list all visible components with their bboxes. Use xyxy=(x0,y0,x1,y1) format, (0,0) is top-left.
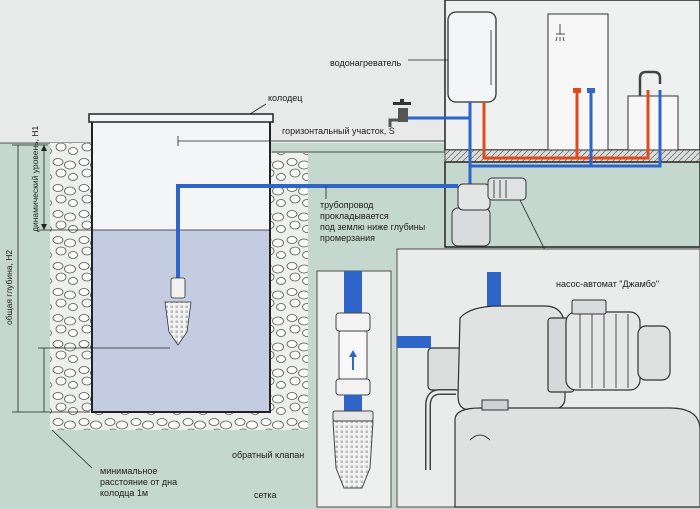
label-water-heater: водонагреватель xyxy=(330,58,401,68)
outdoor-tap-icon xyxy=(388,99,411,127)
label-pipeline-3: под землю ниже глубины xyxy=(320,222,425,232)
gravel-left xyxy=(50,143,92,425)
check-valve-large xyxy=(335,312,371,396)
label-pump: насос-автомат "Джамбо" xyxy=(556,279,659,289)
suction-pipe xyxy=(176,184,458,278)
hot-tap-icon xyxy=(573,88,581,93)
label-pipeline-2: прокладывается xyxy=(320,211,389,221)
pump-large xyxy=(425,299,671,470)
label-dynamic-level: динамический уровень, H1 xyxy=(30,126,40,232)
label-min-distance-1: минимальное xyxy=(100,466,157,476)
cold-water-pipes xyxy=(408,90,662,185)
label-strainer: сетка xyxy=(254,490,276,500)
pump-small xyxy=(451,177,527,247)
sink-cabinet xyxy=(627,95,679,151)
label-min-distance-3: колодца 1м xyxy=(100,488,148,498)
shower-head-icon xyxy=(555,24,565,42)
gravel-bottom xyxy=(50,410,308,430)
pressure-tank xyxy=(454,399,700,508)
label-pipeline-4: промерзания xyxy=(320,233,375,243)
faucet-icon xyxy=(638,70,662,96)
label-pipeline-1: трубопровод xyxy=(320,200,374,210)
label-total-depth: общая глубина, H2 xyxy=(4,250,14,325)
gravel-right xyxy=(268,153,308,425)
label-well: колодец xyxy=(268,93,302,103)
cold-tap-icon xyxy=(587,88,595,93)
well-cover xyxy=(88,113,274,123)
hot-water-pipes xyxy=(482,90,650,160)
check-valve-small xyxy=(164,277,192,346)
label-min-distance-2: расстояние от дна xyxy=(100,477,177,487)
water-heater xyxy=(447,11,497,103)
label-check-valve: обратный клапан xyxy=(232,450,304,460)
strainer-large xyxy=(332,410,374,489)
label-horizontal-section: горизонтальный участок, S xyxy=(282,126,395,136)
